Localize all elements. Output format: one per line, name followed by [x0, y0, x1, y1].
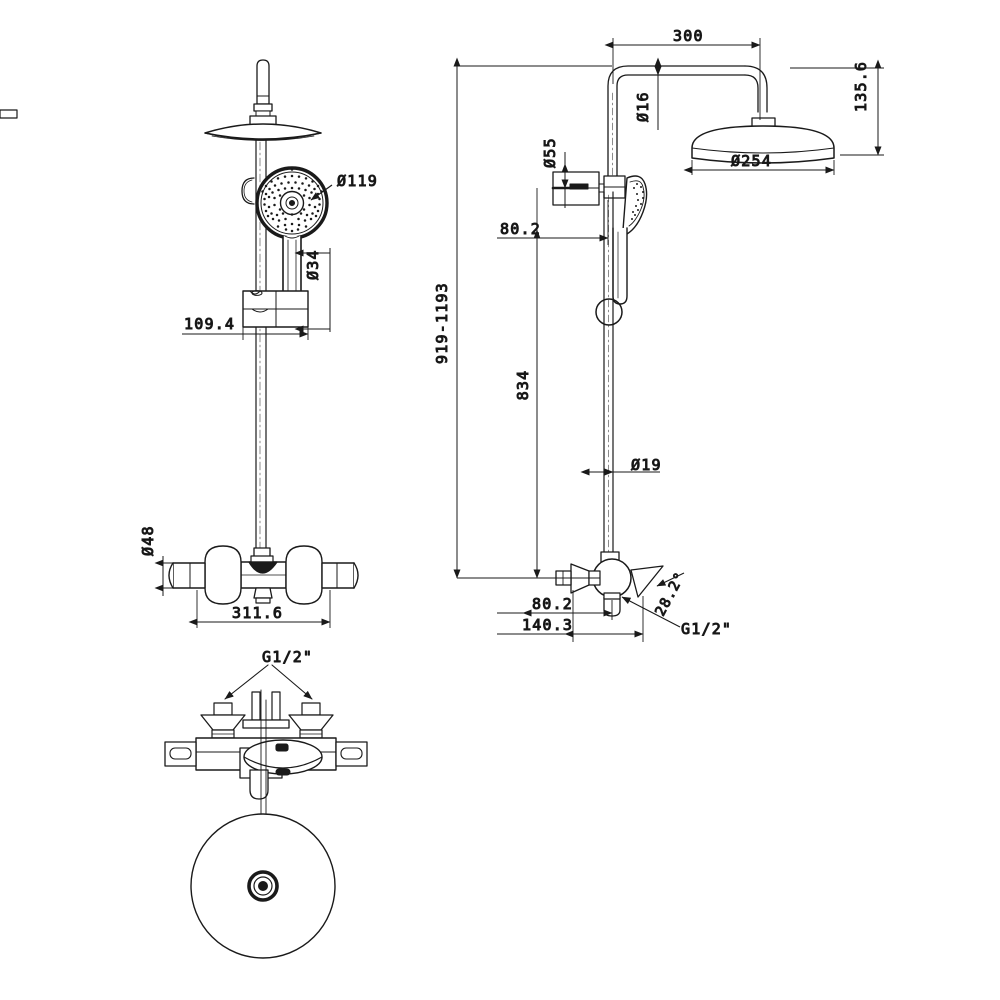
side-riser-rail — [595, 191, 623, 563]
top-right-inlet — [288, 702, 334, 739]
dim-riser-height-label: 834 — [514, 370, 532, 401]
dim-bracket-width-label: 109.4 — [184, 315, 235, 333]
top-plan-view: G1/2" — [164, 648, 368, 959]
dim-arm-tube-dia-label: Ø16 — [634, 91, 652, 122]
dim-valve-body-dia: Ø48 — [139, 525, 181, 596]
dim-valve-overall-width: 311.6 — [188, 590, 331, 628]
dim-holder-projection: 80.2 — [497, 188, 609, 245]
dim-valve-overall-width-label: 311.6 — [232, 604, 283, 622]
dim-arm-projection: 300 — [604, 27, 761, 120]
dim-top-thread-label: G1/2" — [262, 648, 313, 666]
front-view-dimensions: Ø119 Ø34 109.4 Ø48 311.6 — [139, 172, 378, 628]
dim-total-projection: 140.3 — [497, 596, 644, 642]
dim-rain-head-dia-label: Ø254 — [731, 152, 772, 170]
dim-rain-head-dia: Ø254 — [683, 152, 835, 175]
side-view-dimensions: 300 Ø16 135.6 Ø254 Ø55 — [433, 27, 884, 642]
front-arm-stub — [249, 59, 277, 128]
dim-hand-shower-dia-label: Ø119 — [337, 172, 378, 190]
front-thermostatic-valve — [168, 545, 359, 605]
dim-riser-height: 834 — [514, 229, 541, 579]
dim-rain-head-height: 135.6 — [790, 59, 884, 156]
dim-riser-tube-dia-label: Ø19 — [631, 456, 662, 474]
side-hand-shower — [612, 175, 648, 305]
spray-nozzle-pattern — [261, 168, 323, 233]
dim-hand-shower-handle-dia-label: Ø34 — [304, 249, 322, 280]
front-hand-shower-head — [255, 166, 329, 240]
dim-holder-projection-label: 80.2 — [500, 220, 541, 238]
dim-side-thread-label: G1/2" — [681, 620, 732, 638]
dim-hand-shower-handle-dia: Ø34 — [294, 248, 331, 333]
side-wall-holder — [551, 171, 613, 206]
front-holder-bracket — [242, 290, 309, 328]
dim-inlet-offset: 80.2 — [497, 590, 613, 620]
top-mixer-body — [164, 737, 368, 800]
dim-riser-tube-dia: Ø19 — [580, 456, 662, 476]
front-slider-ring — [241, 177, 255, 205]
dim-valve-body-dia-label: Ø48 — [139, 525, 157, 556]
side-riser-bracket — [603, 175, 626, 199]
dim-overall-height-range: 919-1193 — [433, 57, 612, 579]
dim-total-projection-label: 140.3 — [522, 616, 573, 634]
top-left-inlet — [200, 702, 246, 739]
dim-top-thread: G1/2" — [224, 648, 313, 700]
dim-arm-tube-dia: Ø16 — [634, 57, 662, 130]
dim-hand-shower-dia: Ø119 — [310, 172, 378, 201]
dim-rain-head-height-label: 135.6 — [852, 61, 870, 112]
side-spray-pattern — [631, 183, 644, 220]
front-rain-shower-head — [204, 123, 322, 141]
front-elevation-view — [168, 59, 359, 605]
dim-arm-projection-label: 300 — [673, 27, 704, 45]
dim-inlet-offset-label: 80.2 — [532, 595, 573, 613]
dim-overall-height-range-label: 919-1193 — [433, 282, 451, 364]
dim-holder-dia-label: Ø55 — [541, 137, 559, 168]
dim-bracket-width: 109.4 — [182, 315, 309, 340]
dim-side-thread: G1/2" — [621, 596, 732, 639]
dim-holder-dia: Ø55 — [541, 137, 569, 208]
top-rain-head-plan — [190, 813, 336, 959]
side-rain-shower-head — [691, 125, 835, 164]
